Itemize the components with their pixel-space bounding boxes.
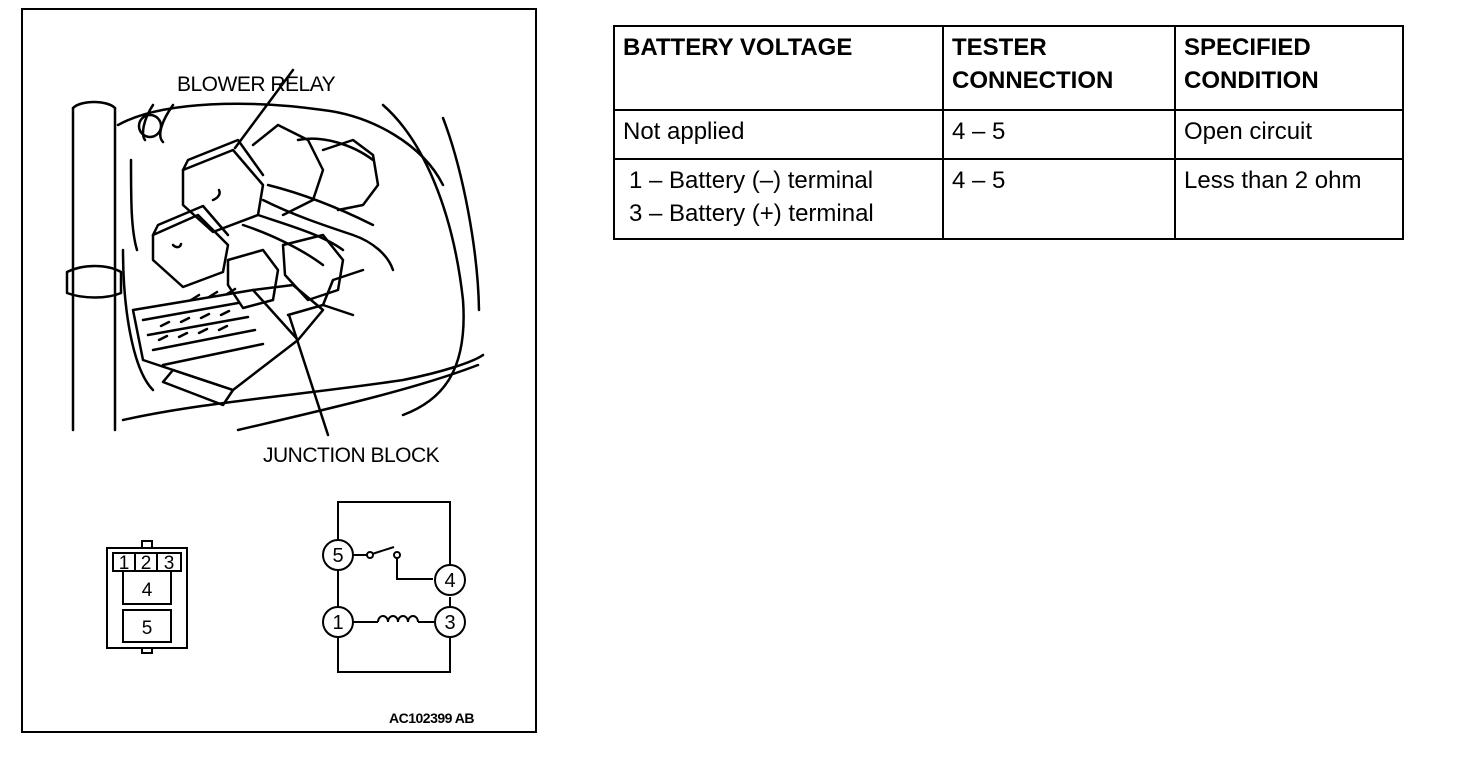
circuit-terminal-1-circle [322, 606, 354, 638]
junction-block-body [131, 288, 300, 392]
cell-specified-condition: Less than 2 ohm [1174, 158, 1404, 240]
header-tester-connection: TESTER CONNECTION [942, 25, 1176, 111]
panel-outline-right [381, 103, 465, 417]
blower-relay-label: BLOWER RELAY [177, 73, 336, 96]
dash-outline-top [116, 102, 445, 187]
connector-terminal-1: 1 [119, 553, 130, 574]
junction-block-leader [287, 313, 330, 437]
connector-terminal-2: 2 [141, 553, 152, 574]
header-specified-condition: SPECIFIED CONDITION [1174, 25, 1404, 111]
circuit-terminal-1: 1 [332, 612, 343, 634]
cell-battery-voltage: Not applied [613, 109, 944, 160]
relay-location-figure: 1 2 3 4 5 5 4 1 3 [21, 8, 537, 733]
blower-relay-leader [233, 68, 295, 150]
relay-upper-body [181, 148, 265, 234]
circuit-terminal-4-circle [434, 564, 466, 596]
cell-specified-condition: Open circuit [1174, 109, 1404, 160]
header-battery-voltage: BATTERY VOLTAGE [613, 25, 944, 111]
table-header-row: BATTERY VOLTAGE TESTER CONNECTION SPECIF… [613, 25, 1404, 111]
relay-check-table: BATTERY VOLTAGE TESTER CONNECTION SPECIF… [613, 25, 1404, 240]
relay-coil [377, 615, 419, 623]
connector-terminal-3: 3 [164, 553, 175, 574]
engine-bay-illustration [65, 68, 485, 437]
relay-connector-pinout: 1 2 3 4 5 [106, 540, 188, 654]
circuit-terminal-4: 4 [444, 570, 455, 592]
circuit-terminal-3: 3 [444, 612, 455, 634]
pillar-clamp [65, 264, 123, 299]
harness-connector [251, 123, 325, 217]
relay-lower-body [151, 213, 230, 289]
table-row: 1 – Battery (–) terminal 3 – Battery (+)… [613, 158, 1404, 240]
figure-code: AC102399 AB [389, 710, 475, 726]
relay-circuit-diagram: 5 4 1 3 [322, 501, 466, 673]
table-row: Not applied 4 – 5 Open circuit [613, 109, 1404, 160]
junction-block-socket [281, 233, 345, 302]
relay-switch-contact [371, 546, 395, 555]
junction-block-label: JUNCTION BLOCK [263, 444, 440, 467]
circuit-terminal-3-circle [434, 606, 466, 638]
circuit-terminal-5-circle [322, 539, 354, 571]
cell-tester-connection: 4 – 5 [942, 109, 1176, 160]
circuit-terminal-5: 5 [332, 545, 343, 567]
connector-terminal-4: 4 [142, 580, 153, 601]
connector-terminal-5: 5 [142, 618, 153, 639]
cell-tester-connection: 4 – 5 [942, 158, 1176, 240]
figure-drawing: 1 2 3 4 5 5 4 1 3 [65, 68, 485, 673]
cell-battery-voltage: 1 – Battery (–) terminal 3 – Battery (+)… [613, 158, 944, 240]
lower-trim [121, 353, 485, 422]
